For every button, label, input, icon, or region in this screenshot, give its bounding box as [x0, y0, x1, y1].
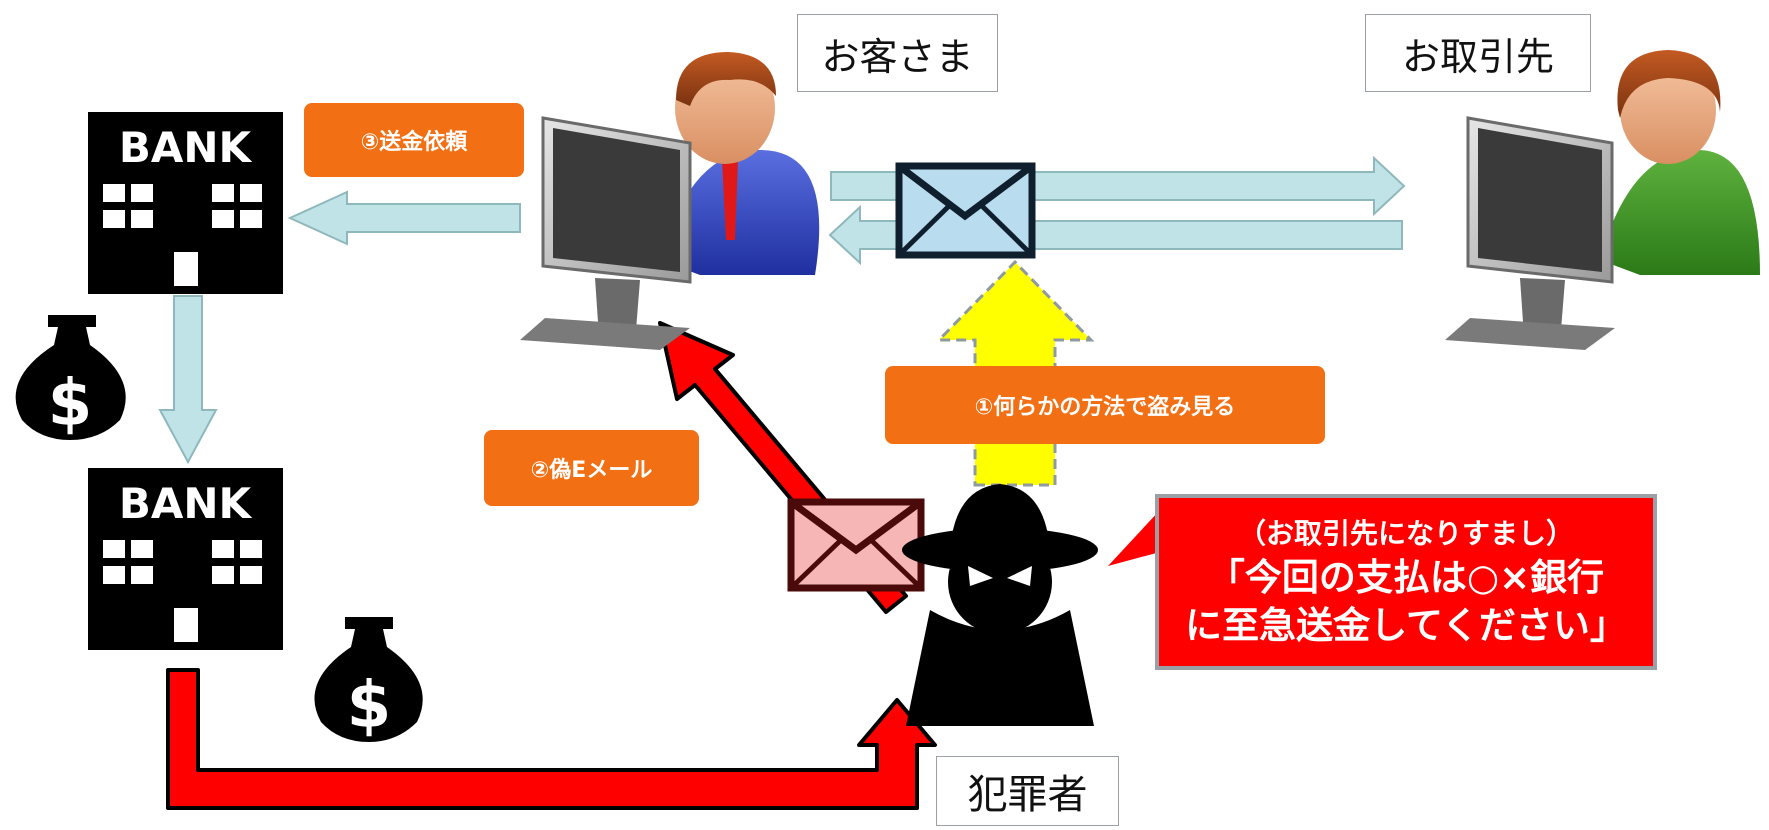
partner-computer-user-icon — [1445, 50, 1760, 350]
customer-computer-user-icon — [520, 52, 820, 350]
callout-line2: 「今回の支払は○×銀行 — [1207, 556, 1605, 599]
customer-label: お客さま — [797, 14, 998, 92]
flow-arrow-customer-to-bank — [287, 190, 521, 246]
money-symbol-top: $ — [48, 367, 93, 441]
bank-top-icon: BANK — [88, 112, 283, 294]
step2-fake-email: ②偽Eメール — [484, 430, 699, 506]
step3-transfer-request: ③送金依頼 — [304, 103, 524, 177]
partner-label: お取引先 — [1365, 14, 1591, 92]
envelope-icon — [895, 162, 1036, 259]
callout-line1: （お取引先になりすまし） — [1237, 517, 1574, 550]
red-money-flow-arrow — [166, 668, 937, 810]
bank-bottom-icon: BANK — [88, 468, 283, 650]
callout-line3: に至急送金してください」 — [1185, 604, 1627, 647]
flow-arrow-bank-to-bank — [158, 295, 218, 465]
money-bag-icon: $ — [314, 617, 423, 743]
criminal-label: 犯罪者 — [936, 756, 1119, 826]
bank-top-label: BANK — [119, 123, 253, 172]
callout-pointer — [1108, 510, 1160, 566]
envelope-icon-fake — [787, 498, 925, 592]
impersonation-callout: （お取引先になりすまし） 「今回の支払は○×銀行 に至急送金してください」 — [1155, 494, 1657, 670]
criminal-icon — [902, 484, 1098, 726]
step1-peek: ①何らかの方法で盗み見る — [885, 366, 1325, 444]
money-symbol-bottom: $ — [347, 669, 392, 743]
money-bag-icon: $ — [15, 315, 126, 441]
bank-bottom-label: BANK — [119, 479, 253, 528]
